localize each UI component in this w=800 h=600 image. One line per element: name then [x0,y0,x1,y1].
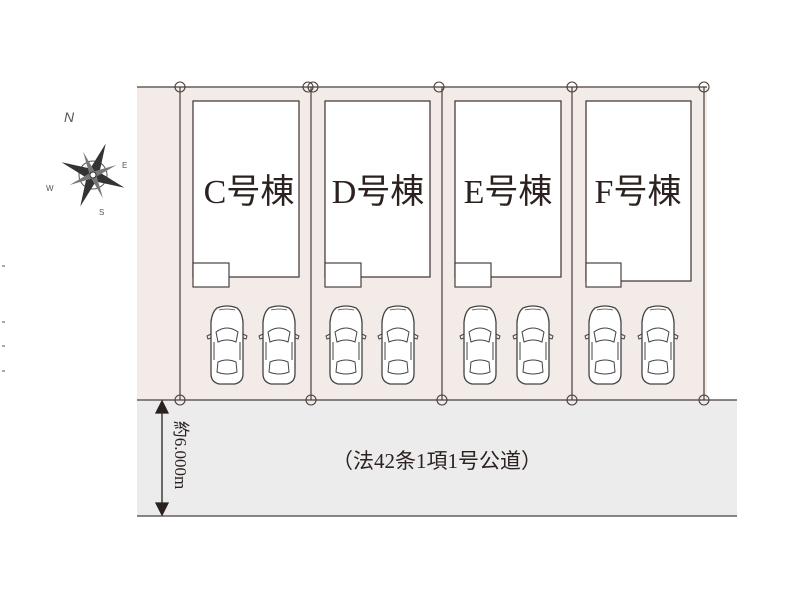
car-icon [206,305,248,385]
car-icon [637,305,679,385]
road-width-arrow [154,399,170,517]
building-entry [192,262,230,288]
building-d [324,100,431,288]
compass-s-label: S [99,208,104,217]
building-c [192,100,300,288]
car-icon [258,305,300,385]
road [137,400,737,516]
building-e [454,100,562,288]
road-width-label: 約6.000m [171,421,190,489]
boundary-markers [174,81,710,406]
lot-label-d: D号棟 [332,173,425,211]
car-icon [377,305,419,385]
lot-label-e: E号棟 [464,173,553,211]
lot-label-c: C号棟 [204,173,295,211]
compass-e-label: E [122,161,127,170]
road-label: （法42条1項1号公道） [332,449,542,473]
compass-n-label: N [64,109,75,125]
car-icon [584,305,626,385]
compass-rose-icon [61,143,125,207]
car-icon [512,305,554,385]
car-icon [459,305,501,385]
lot-label-f: F号棟 [595,173,682,211]
compass-w-label: W [46,184,54,193]
building-entry [585,262,622,288]
building-entry [324,262,362,288]
building-f [585,100,692,288]
edge-marks [2,265,5,372]
car-icon [325,305,367,385]
building-entry [454,262,492,288]
